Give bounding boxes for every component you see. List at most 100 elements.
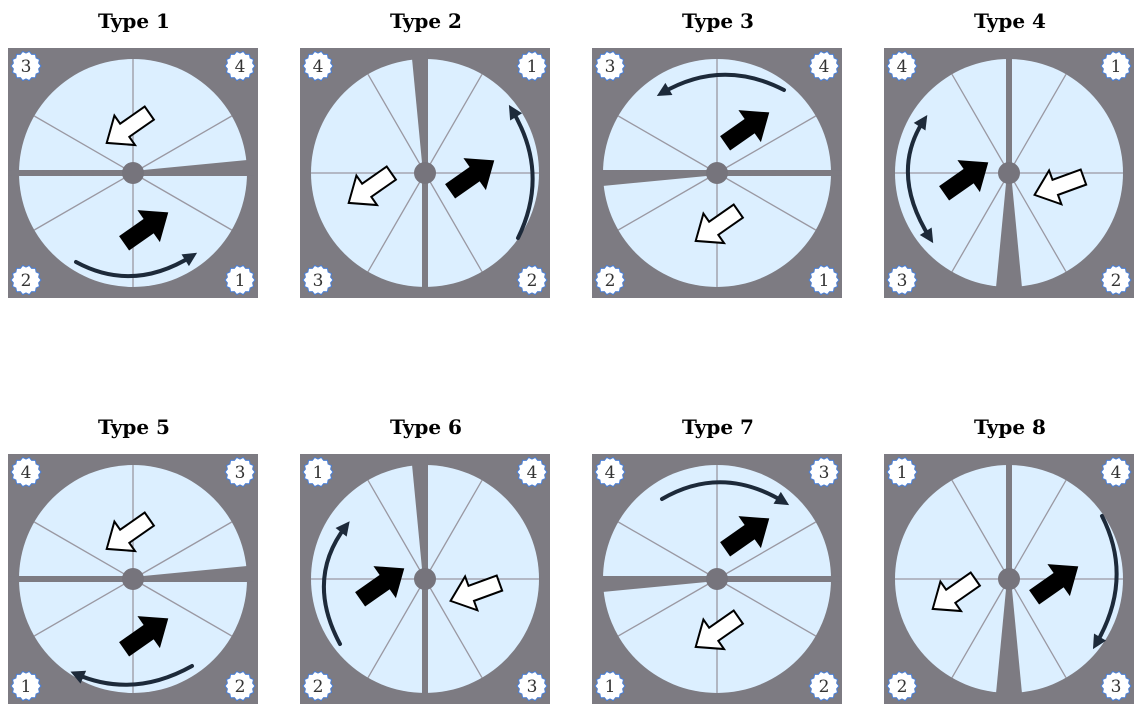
- rotation-curve-arrow: [660, 72, 786, 95]
- slot-bar-half: [8, 170, 133, 176]
- badge-shape: [808, 670, 840, 702]
- corner-badge-br: 1: [224, 264, 256, 296]
- rotation-curve-arrow: [74, 664, 194, 687]
- corner-number: 1: [235, 271, 246, 291]
- corner-number: 1: [819, 271, 830, 291]
- hub: [998, 162, 1020, 184]
- slot-wedge: [592, 576, 717, 593]
- corner-badge-tr: 4: [808, 50, 840, 82]
- rotation-arrowhead: [919, 227, 934, 244]
- corner-number: 2: [1111, 271, 1122, 291]
- corner-number: 2: [313, 677, 324, 697]
- corner-number: 4: [605, 463, 616, 483]
- corner-number: 3: [897, 271, 908, 291]
- badge-shape: [808, 456, 840, 488]
- corner-badge-bl: 2: [886, 670, 918, 702]
- corner-number: 3: [21, 57, 32, 77]
- badge-shape: [1100, 50, 1132, 82]
- badge-shape: [516, 264, 548, 296]
- corner-badge-br: 2: [808, 670, 840, 702]
- badge-shape: [224, 456, 256, 488]
- rotation-curve-arrow: [74, 254, 194, 279]
- hub: [414, 568, 436, 590]
- divider-line: [951, 73, 1010, 174]
- corner-badge-bl: 1: [10, 670, 42, 702]
- corner-badge-br: 1: [808, 264, 840, 296]
- white-arrow: [1033, 168, 1088, 206]
- black-arrow: [119, 210, 169, 251]
- divider-line: [424, 73, 483, 174]
- rotation-arrowhead: [181, 252, 198, 267]
- badge-shape: [302, 670, 334, 702]
- badge-shape: [224, 50, 256, 82]
- divider-line: [367, 578, 426, 679]
- black-arrow: [1029, 564, 1079, 605]
- slot-wedge: [133, 565, 258, 582]
- rotation-curve-arrow: [1094, 514, 1119, 646]
- black-arrow: [355, 566, 405, 607]
- panel-title: Type 2: [390, 9, 462, 33]
- panel-title: Type 1: [98, 9, 170, 33]
- white-arrow: [694, 203, 745, 245]
- corner-number: 4: [527, 463, 538, 483]
- white-arrow: [449, 574, 504, 612]
- corner-badge-tr: 4: [1100, 456, 1132, 488]
- corner-number: 4: [897, 57, 908, 77]
- divider-line: [716, 521, 817, 580]
- rotation-arrowhead: [773, 491, 790, 506]
- badge-shape: [10, 50, 42, 82]
- hub: [122, 162, 144, 184]
- panel-title: Type 8: [974, 415, 1046, 439]
- corner-number: 2: [605, 271, 616, 291]
- badge-shape: [516, 50, 548, 82]
- slot-bar-half: [717, 170, 842, 176]
- hub: [414, 162, 436, 184]
- corner-badge-br: 2: [224, 670, 256, 702]
- corner-number: 4: [1111, 463, 1122, 483]
- white-arrow: [347, 165, 398, 207]
- hub: [998, 568, 1020, 590]
- badge-shape: [302, 50, 334, 82]
- rotation-arrowhead: [1092, 633, 1107, 650]
- slot-wedge: [995, 579, 1023, 704]
- black-arrow: [939, 160, 989, 201]
- corner-number: 4: [21, 463, 32, 483]
- badge-shape: [1100, 456, 1132, 488]
- divider-line: [33, 521, 134, 580]
- corner-badge-tl: 1: [302, 456, 334, 488]
- badge-shape: [10, 264, 42, 296]
- white-arrow: [105, 105, 156, 147]
- corner-badge-tl: 4: [302, 50, 334, 82]
- corner-number: 1: [313, 463, 324, 483]
- corner-number: 4: [313, 57, 324, 77]
- divider-line: [1008, 578, 1067, 679]
- corner-badge-br: 3: [516, 670, 548, 702]
- badge-shape: [808, 50, 840, 82]
- divider-line: [367, 172, 426, 273]
- divider-line: [617, 115, 718, 174]
- badge-shape: [594, 50, 626, 82]
- corner-number: 3: [605, 57, 616, 77]
- slot-wedge: [995, 173, 1023, 298]
- corner-badge-tr: 3: [808, 456, 840, 488]
- corner-badge-tl: 3: [594, 50, 626, 82]
- panel-title: Type 4: [974, 9, 1046, 33]
- divider-line: [367, 479, 426, 580]
- corner-number: 3: [1111, 677, 1122, 697]
- corner-number: 1: [605, 677, 616, 697]
- rotation-arrowhead: [335, 521, 350, 537]
- rotation-curve-arrow: [906, 118, 932, 240]
- slot-wedge: [133, 159, 258, 176]
- rotation-curve-arrow: [322, 524, 348, 646]
- corner-badge-bl: 2: [10, 264, 42, 296]
- corner-badge-br: 3: [1100, 670, 1132, 702]
- badge-shape: [302, 264, 334, 296]
- panel-title: Type 7: [682, 415, 754, 439]
- rotation-arrowhead: [913, 114, 928, 131]
- corner-number: 2: [819, 677, 830, 697]
- badge-shape: [516, 670, 548, 702]
- corner-badge-tl: 4: [10, 456, 42, 488]
